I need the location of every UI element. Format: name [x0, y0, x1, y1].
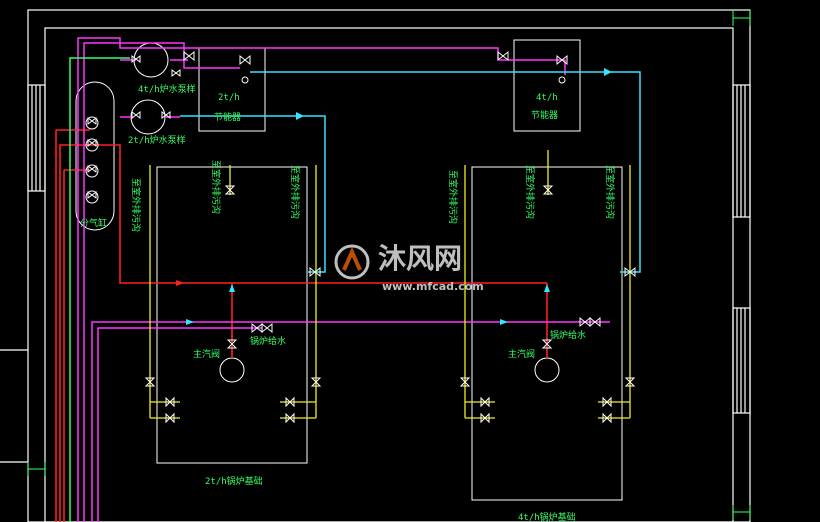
boiler-right-base	[471, 166, 623, 501]
label-vent-3: 至室外排污沟	[289, 165, 301, 219]
label-economizer-right: 节能器	[531, 109, 558, 121]
label-boiler-left: 2t/h锅炉基础	[205, 475, 263, 487]
valve-icon	[480, 412, 490, 424]
valve-icon	[589, 316, 601, 328]
valve-icon	[131, 55, 141, 63]
valve-icon	[226, 339, 238, 349]
valve-icon	[309, 266, 321, 278]
valve-icon	[224, 185, 236, 195]
valves	[85, 50, 636, 424]
valve-icon	[624, 266, 636, 278]
label-vent-1: 至室外排污沟	[130, 178, 142, 232]
labels: 2t/h锅炉基础 4t/h锅炉基础 2t/h 节能器 4t/h 节能器 4t/h…	[80, 83, 616, 522]
valve-icon	[542, 185, 554, 195]
label-feed-right: 锅炉给水	[550, 329, 586, 341]
valve-icon	[541, 339, 553, 349]
economizer-right	[513, 39, 581, 132]
label-vent-2: 至室外排污沟	[210, 160, 222, 214]
flow-arrows	[176, 68, 612, 325]
valve-icon	[87, 191, 97, 199]
watermark-logo-icon	[334, 244, 370, 280]
label-economizer-right-top: 4t/h	[536, 93, 558, 103]
valve-icon	[131, 111, 141, 119]
label-main-steam-right: 主汽阀	[508, 348, 535, 360]
valve-icon	[161, 111, 171, 119]
label-vent-5: 至室外排污沟	[524, 165, 536, 219]
valve-icon	[285, 396, 295, 408]
valve-icon	[556, 54, 568, 66]
valve-icon	[261, 322, 273, 334]
label-economizer-left-top: 2t/h	[218, 93, 240, 103]
valve-icon	[239, 54, 251, 66]
valve-icon	[171, 69, 181, 77]
valve-icon	[602, 412, 612, 424]
valve-icon	[165, 412, 175, 424]
valve-icon	[602, 396, 612, 408]
label-vent-6: 至室外排污沟	[604, 165, 616, 219]
gas-pipes	[69, 57, 130, 522]
valve-icon	[87, 165, 97, 173]
valve-icon	[480, 396, 490, 408]
label-pump-bottom: 2t/h炉水泵样	[128, 134, 186, 146]
watermark-name: 沐风网	[378, 242, 462, 275]
valve-icon	[87, 117, 97, 125]
label-vent-4: 至室外排污沟	[447, 170, 459, 224]
main-steam-left-drum	[219, 357, 245, 383]
steam-pipes	[55, 129, 548, 522]
equipment	[75, 39, 623, 501]
label-boiler-right: 4t/h锅炉基础	[518, 511, 576, 522]
pump-bottom	[130, 99, 166, 135]
label-pump-top: 4t/h炉水泵样	[138, 83, 196, 95]
valve-icon	[285, 412, 295, 424]
dimension-ticks	[27, 10, 751, 520]
valve-icon	[165, 396, 175, 408]
boiler-left-base	[156, 166, 308, 464]
valve-icon	[183, 50, 195, 62]
gas-tank	[75, 81, 115, 231]
label-main-steam-left: 主汽阀	[193, 348, 220, 360]
valve-icon	[144, 377, 156, 387]
valve-icon	[310, 377, 322, 387]
valve-icon	[624, 377, 636, 387]
drain-pipes	[149, 150, 631, 419]
feedwater-pipes	[77, 37, 610, 522]
label-economizer-left: 节能器	[214, 111, 241, 123]
valve-icon	[497, 50, 509, 62]
watermark: 沐风网 www.mfcad.com	[334, 242, 484, 293]
main-steam-right-drum	[534, 357, 560, 383]
valve-icon	[459, 377, 471, 387]
watermark-url: www.mfcad.com	[382, 280, 484, 293]
label-gas-tank: 分气缸	[80, 217, 107, 229]
drawing-frame	[0, 9, 751, 522]
label-feed-left: 锅炉给水	[250, 335, 286, 347]
